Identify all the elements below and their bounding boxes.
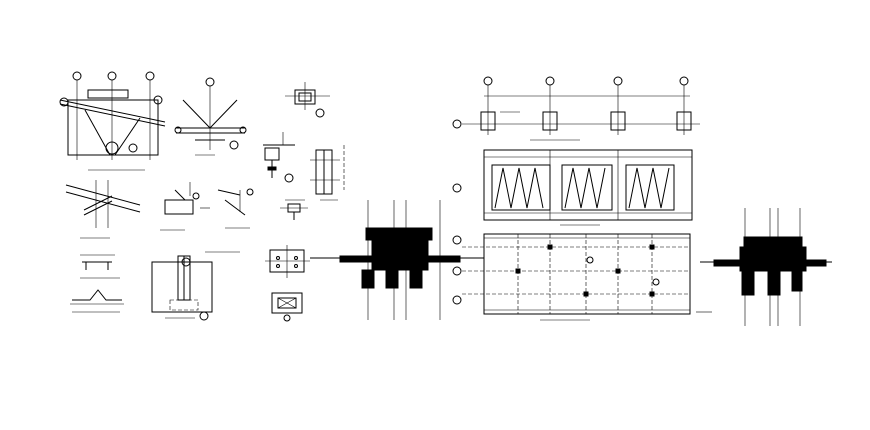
plate-detail [285, 82, 330, 118]
floor-framing-plan [445, 233, 712, 321]
truss-node-detail [59, 71, 166, 171]
baseplate-plans [265, 245, 310, 322]
column-section-right [700, 208, 832, 326]
anchor-details [160, 182, 254, 231]
column-connection-detail [263, 132, 295, 183]
bolt-detail [280, 199, 308, 220]
gutter-section-detail [70, 289, 124, 313]
column-section-detail [310, 145, 345, 201]
profile-detail [80, 254, 120, 279]
anchor-plan-row [452, 76, 700, 141]
column-base-elevation [151, 251, 240, 321]
column-section-left [310, 200, 470, 320]
beam-splice-detail [65, 180, 141, 239]
truss-apex-detail [174, 77, 247, 156]
truss-elevation [452, 149, 693, 226]
